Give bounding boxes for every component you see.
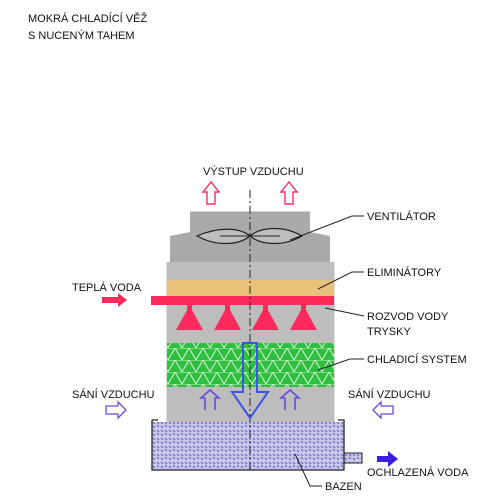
cooling-fill [167,343,334,387]
air-outlet-arrow-right [279,180,299,205]
warm-water-label: TEPLÁ VODA [72,281,142,294]
leader-water-distribution [324,307,365,317]
leader-cooling-system [317,358,364,371]
eliminators-label: ELIMINÁTORY [367,266,442,279]
inner-air-arrow-right [278,388,302,410]
cooling-system-label: CHLADICÍ SYSTEM [367,353,467,366]
leader-eliminators [317,271,364,290]
cooled-water-label: OCHLAZENÁ VODA [367,466,469,479]
water-distribution-label-line1: ROZVOD VODY [367,311,449,323]
inner-air-arrow-left [198,388,222,410]
cooled-water-arrow [377,451,398,467]
fan-icon [195,227,304,245]
water-distribution-label-line2: TRYSKY [367,326,411,338]
air-intake-left-label: SÁNÍ VZDUCHU [72,388,155,401]
air-intake-right-label: SÁNÍ VZDUCHU [348,388,431,401]
air-outlet-arrow-left [201,180,221,205]
basin-label: BAZEN [325,481,362,493]
air-intake-arrow-left [105,400,127,420]
basin [151,419,363,471]
falling-water-arrow [230,342,270,420]
fan-label: VENTILÁTOR [367,210,436,223]
warm-water-arrow [102,293,127,307]
water-distribution-pipe [151,296,334,305]
diagram-title-line2: S NUCENÝM TAHEM [28,29,135,42]
air-intake-arrow-right [372,400,394,420]
air-outlet-label: VÝSTUP VZDUCHU [203,165,304,178]
leader-fan [289,215,364,241]
leader-basin [294,453,322,487]
diagram-title-line1: MOKRÁ CHLADÍCÍ VĚŽ [28,12,147,25]
spray-nozzles [176,305,317,330]
